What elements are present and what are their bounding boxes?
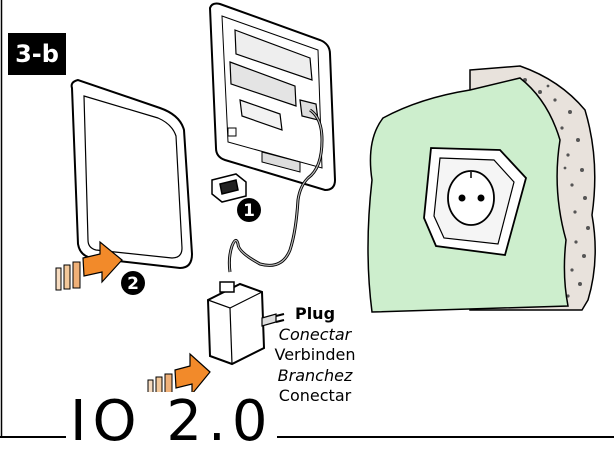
label-french: Branchez bbox=[277, 365, 353, 385]
callout-one-number: 1 bbox=[243, 201, 255, 221]
arrow-to-cover bbox=[55, 240, 123, 291]
base-unit bbox=[208, 2, 337, 192]
wall-socket bbox=[423, 147, 527, 256]
label-german: Verbinden bbox=[274, 345, 356, 364]
arrow-to-adapter bbox=[147, 352, 211, 403]
clip-part bbox=[211, 173, 247, 203]
label-spanish: Conectar bbox=[278, 324, 352, 344]
step-badge: 3-b bbox=[8, 33, 66, 75]
label-english: Plug bbox=[294, 304, 336, 323]
callout-one: 1 bbox=[237, 198, 261, 222]
connect-instructions: Plug Conectar Verbinden Branchez Conecta… bbox=[250, 304, 380, 407]
callout-two: 2 bbox=[121, 271, 145, 295]
power-adapter bbox=[206, 281, 285, 366]
brand-logo: IO 2.0 bbox=[66, 392, 278, 452]
callout-two-number: 2 bbox=[127, 274, 139, 294]
label-portuguese: Conectar bbox=[278, 386, 352, 405]
front-cover bbox=[70, 78, 194, 270]
